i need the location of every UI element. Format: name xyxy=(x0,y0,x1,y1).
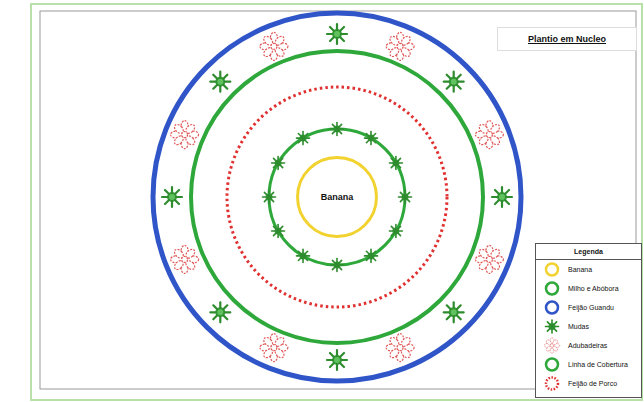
title-text: Plantio em Nucleo xyxy=(528,34,606,44)
legend-text: Linha de Cobertura xyxy=(568,361,628,368)
legend-sample xyxy=(540,299,564,316)
legend-row: Linha de Cobertura xyxy=(536,355,641,374)
legend-box: LegendaBananaMilho e AbóboraFeijão Guand… xyxy=(535,243,642,398)
legend-row: Feijão de Porco xyxy=(536,374,641,393)
legend-sample xyxy=(540,280,564,297)
node-label: Banana xyxy=(295,192,379,202)
legend-row: Adubadeiras xyxy=(536,336,641,355)
legend-text: Milho e Abóbora xyxy=(568,285,619,292)
legend-sample xyxy=(540,318,564,335)
legend-row: Feijão Guandu xyxy=(536,298,641,317)
legend-text: Feijão Guandu xyxy=(568,304,614,311)
title-box: Plantio em Nucleo xyxy=(497,27,637,51)
legend-row: Banana xyxy=(536,260,641,279)
legend-heading: Legenda xyxy=(536,244,641,260)
legend-text: Banana xyxy=(568,266,592,273)
legend-row: Milho e Abóbora xyxy=(536,279,641,298)
legend-sample xyxy=(540,261,564,278)
banana-circle: Banana xyxy=(295,155,379,239)
legend-row: Mudas xyxy=(536,317,641,336)
legend-sample xyxy=(540,337,564,354)
legend-text: Feijão de Porco xyxy=(568,380,617,387)
legend-text: Adubadeiras xyxy=(568,342,607,349)
legend-sample xyxy=(540,375,564,392)
legend-sample xyxy=(540,356,564,373)
legend-text: Mudas xyxy=(568,323,589,330)
